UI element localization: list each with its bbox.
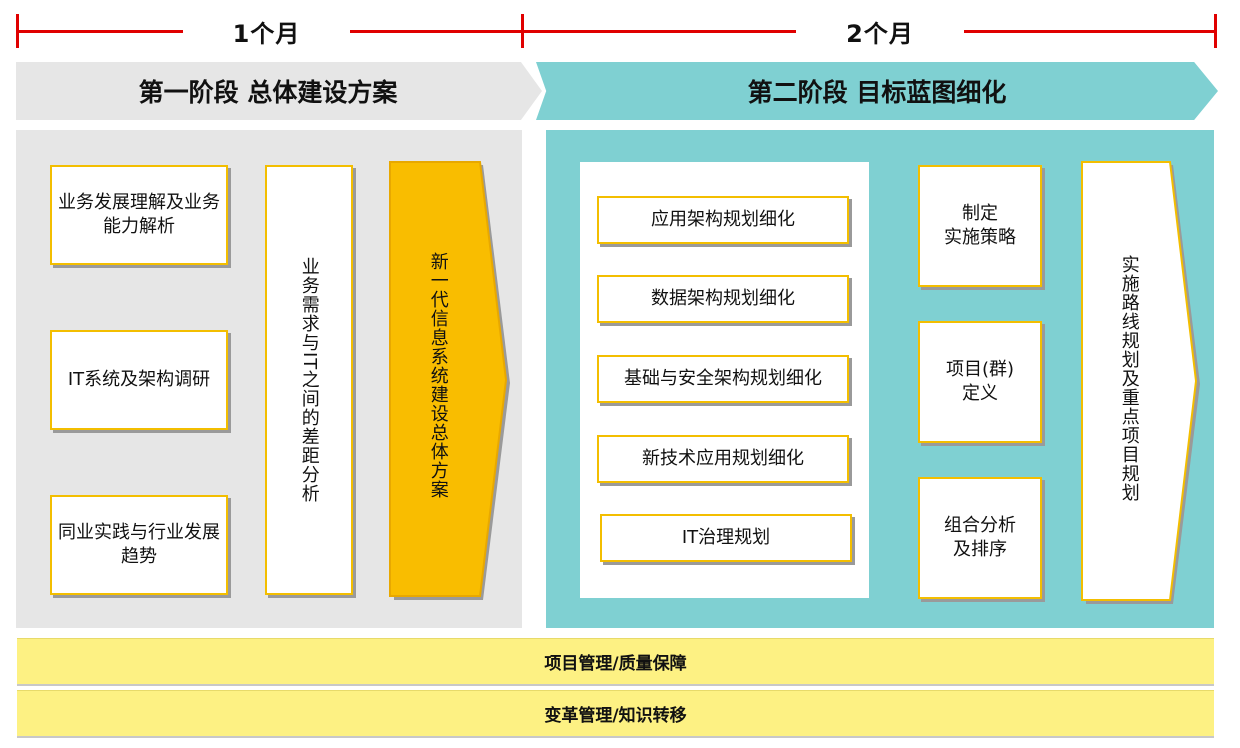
phase1-box-business: 业务发展理解及业务能力解析 xyxy=(50,165,228,265)
phase1-deliverable-text: 新一代信息系统建设总体方案 xyxy=(427,252,449,499)
timeline-line-2b xyxy=(964,30,1216,33)
timeline-line-2a xyxy=(522,30,796,33)
timeline-line-1b xyxy=(350,30,522,33)
strategy-box-project-definition: 项目(群) 定义 xyxy=(918,321,1042,443)
bar-project-management: 项目管理/质量保障 xyxy=(17,638,1214,684)
timeline-tick-end xyxy=(1214,14,1217,48)
phase2-deliverable-arrow xyxy=(1081,161,1200,604)
phase1-box-it-survey: IT系统及架构调研 xyxy=(50,330,228,430)
bar-change-management: 变革管理/知识转移 xyxy=(17,690,1214,736)
phase1-deliverable: 新一代信息系统建设总体方案 xyxy=(392,252,484,552)
phase1-box-industry: 同业实践与行业发展趋势 xyxy=(50,495,228,595)
refinement-new-technology: 新技术应用规划细化 xyxy=(597,435,849,483)
phase2-deliverable-text: 实施路线规划及重点项目规划 xyxy=(1118,255,1140,502)
phase1-title: 第一阶段 总体建设方案 xyxy=(138,78,398,107)
strategy-box-implementation: 制定 实施策略 xyxy=(918,165,1042,287)
phase2-title: 第二阶段 目标蓝图细化 xyxy=(747,78,1007,107)
refinement-infrastructure-security: 基础与安全架构规划细化 xyxy=(597,355,849,403)
strategy-box-portfolio: 组合分析 及排序 xyxy=(918,477,1042,599)
phase2-deliverable: 实施路线规划及重点项目规划 xyxy=(1084,255,1174,555)
refinement-data: 数据架构规划细化 xyxy=(597,275,849,323)
timeline-label-1: 1个月 xyxy=(232,20,301,48)
timeline-line-1a xyxy=(16,30,183,33)
phase1-gap-analysis: 业务需求与IT之间的差距分析 xyxy=(265,165,353,595)
phase1-banner: 第一阶段 总体建设方案 xyxy=(16,62,542,120)
phase1-gap-analysis-text: 业务需求与IT之间的差距分析 xyxy=(298,257,320,504)
phase2-banner: 第二阶段 目标蓝图细化 xyxy=(536,62,1218,120)
refinement-application: 应用架构规划细化 xyxy=(597,196,849,244)
phase1-deliverable-arrow xyxy=(389,161,510,600)
timeline-label-2: 2个月 xyxy=(846,20,914,48)
refinement-it-governance: IT治理规划 xyxy=(600,514,852,562)
